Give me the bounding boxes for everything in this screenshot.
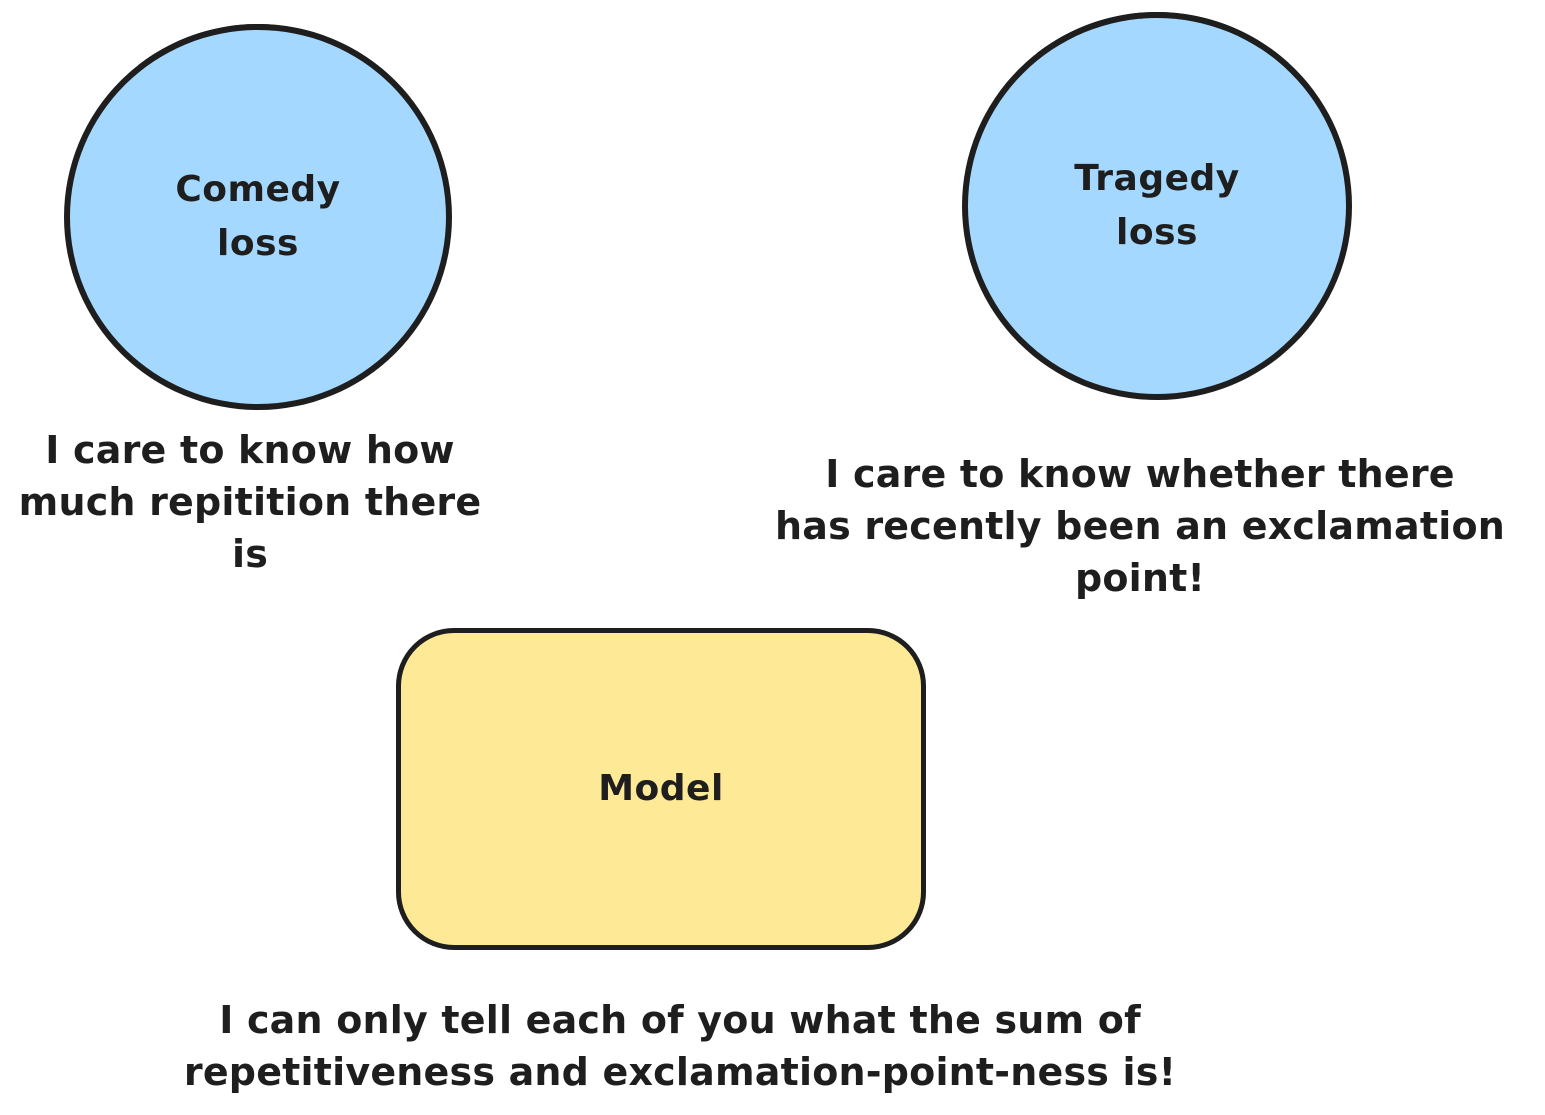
comedy-loss-label-line1: Comedy: [175, 169, 341, 210]
comedy-caption-line2: much repitition there is: [18, 480, 482, 576]
model-label: Model: [598, 768, 724, 809]
tragedy-loss-label-line2: loss: [1116, 212, 1198, 253]
model-caption-line2: repetitiveness and exclamation-point-nes…: [183, 1050, 1177, 1094]
tragedy-loss-circle: Tragedy loss: [962, 12, 1352, 400]
comedy-caption: I care to know how much repitition there…: [0, 424, 500, 580]
model-box: Model: [396, 628, 926, 950]
model-caption: I can only tell each of you what the sum…: [180, 994, 1180, 1098]
comedy-caption-line1: I care to know how: [45, 428, 455, 472]
model-caption-line1: I can only tell each of you what the sum…: [219, 998, 1141, 1042]
comedy-loss-circle: Comedy loss: [64, 24, 452, 410]
tragedy-loss-label-line1: Tragedy: [1074, 158, 1240, 199]
tragedy-caption-line1: I care to know whether there: [825, 452, 1455, 496]
comedy-loss-label-line2: loss: [217, 223, 299, 264]
tragedy-caption: I care to know whether there has recentl…: [740, 448, 1540, 604]
tragedy-caption-line2: has recently been an exclamation point!: [774, 504, 1505, 600]
